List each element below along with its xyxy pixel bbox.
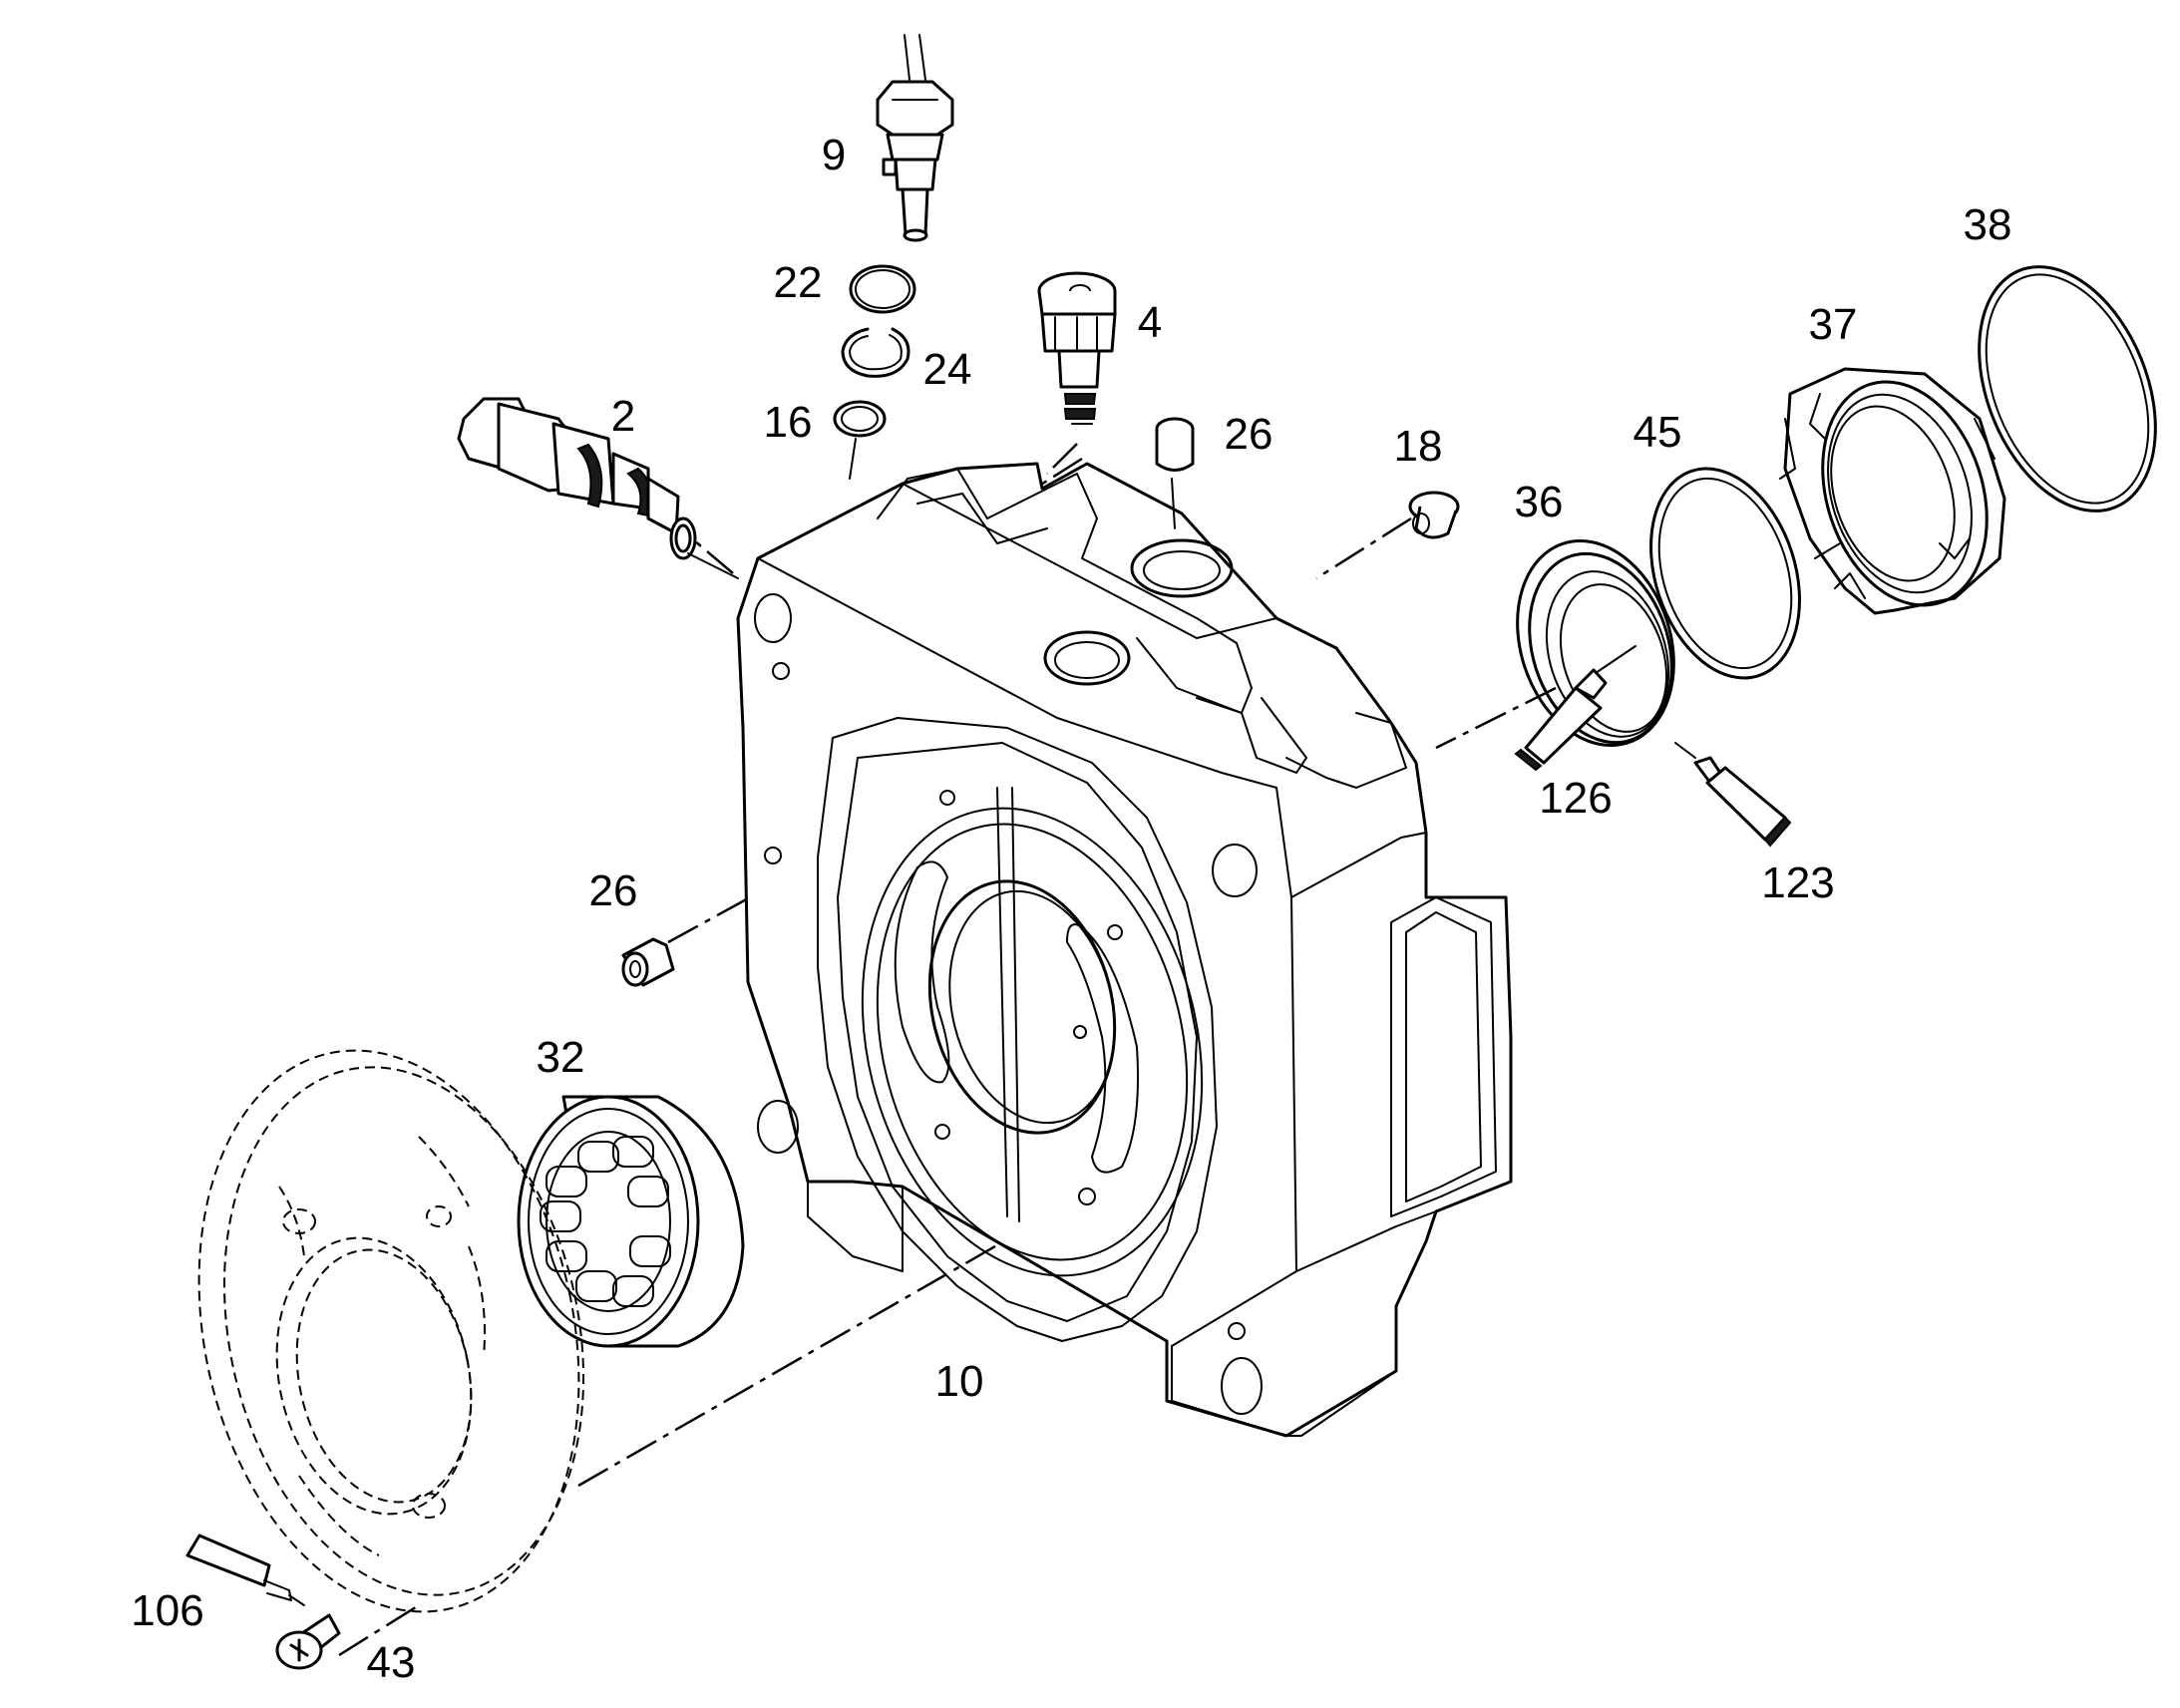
callout-43: 43 (367, 1638, 416, 1687)
part-16-seal-ring[interactable] (833, 400, 887, 480)
callout-9: 9 (822, 131, 846, 179)
swash-plate-reference-outline (197, 1049, 585, 1613)
callout-123: 123 (1761, 858, 1834, 907)
callout-labels: 9 22 24 16 2 4 26 18 36 45 37 38 126 123… (131, 131, 2011, 1687)
part-37-flange[interactable] (1779, 361, 2014, 627)
part-32-roller-bearing[interactable] (517, 1095, 745, 1348)
callout-126: 126 (1539, 774, 1612, 823)
part-26-plug-top[interactable] (1155, 417, 1195, 529)
callout-24: 24 (923, 345, 972, 394)
part-38-o-ring-large[interactable] (1946, 240, 2180, 536)
callout-37: 37 (1809, 300, 1858, 349)
part-9-sensor[interactable] (876, 34, 954, 242)
callout-16: 16 (764, 398, 813, 447)
callout-32: 32 (537, 1033, 585, 1082)
callout-2: 2 (611, 392, 635, 441)
part-123-sealant-tube[interactable] (1674, 742, 1792, 848)
part-36-shaft-seal[interactable] (1492, 520, 1699, 766)
callout-18: 18 (1394, 422, 1443, 471)
part-24-retaining-ring[interactable] (841, 327, 910, 378)
part-18-plug[interactable] (1408, 491, 1460, 539)
callout-26-top: 26 (1225, 410, 1273, 459)
part-43-screw[interactable] (275, 1613, 341, 1670)
callout-106: 106 (131, 1586, 203, 1635)
callout-22: 22 (774, 258, 823, 307)
part-10-housing[interactable] (736, 462, 1513, 1438)
callout-36: 36 (1515, 478, 1564, 526)
part-26-pin-left[interactable] (621, 937, 675, 987)
part-22-o-ring[interactable] (849, 264, 916, 314)
part-106-sealant-tube[interactable] (185, 1534, 305, 1606)
part-126-grease-tube[interactable] (1514, 645, 1636, 772)
callout-45: 45 (1634, 408, 1682, 457)
callout-10: 10 (935, 1357, 984, 1406)
callout-26-left: 26 (589, 866, 638, 915)
callout-38: 38 (1964, 200, 2012, 249)
part-2-cartridge-valve[interactable] (457, 397, 739, 579)
part-4-valve-plug[interactable] (1037, 271, 1117, 425)
callout-4: 4 (1138, 298, 1162, 347)
part-45-o-ring[interactable] (1626, 450, 1825, 698)
